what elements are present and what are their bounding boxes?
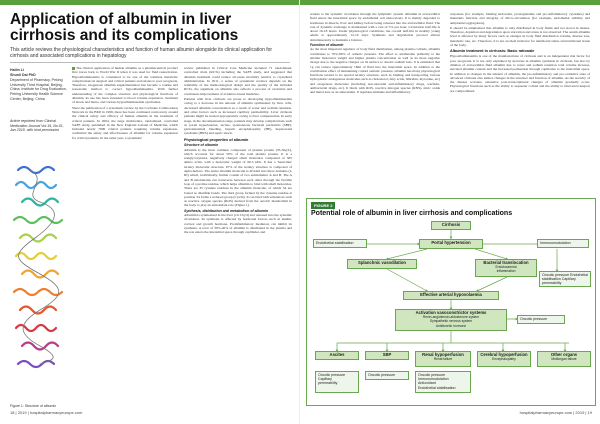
node-sub: Renal failure [433,357,453,362]
figure2-connectors [335,230,569,353]
body-column-1: The clinical application of human albumi… [72,66,178,141]
body-column-3: returns to the systemic circulation thro… [310,12,440,96]
subsection-heading: Function of albumin [310,43,344,48]
author-names: Hailin Li Shunli Dai PhD [10,68,36,77]
node-oncotic-endothelial: Oncotic pressure Endothelial stabilisati… [539,271,591,287]
paragraph: review published in Critical Care Medici… [184,66,292,96]
paragraph: Since the publication of a systematic re… [72,105,178,140]
node-cerebral-hypoperfusion: Cerebral hypoperfusion Encephalopathy [477,351,531,367]
node-cirrhosis: Cirrhosis [431,221,471,230]
article-title: Application of albumin in liver cirrhosi… [10,11,239,44]
paragraph: returns to the systemic circulation thro… [310,12,440,42]
author-affiliation: Department of Pharmacy, Peking Universit… [10,78,67,101]
node-splanchnic-vasodilation: Splanchnic vasodilation [347,259,417,269]
paragraph: The clinical application of human albumi… [72,66,178,105]
drop-cap-marker [72,66,75,70]
subsection-heading: Structure of albumin [184,143,219,148]
node-effective-arterial-hypovolaemia: Effective arterial hypovolaemia [403,291,499,300]
node-sbp-effects: Oncotic pressure [365,371,409,380]
node-vasoconstrictor-activation: Activation vasoconstrictor systems Renin… [395,309,507,331]
figure2-panel: FIGURE 2 Potential role of albumin in li… [306,198,596,406]
top-accent-bar [0,0,300,5]
node-ascites: Ascites [315,351,359,360]
paragraph: Albumin is the most common component of … [184,147,292,208]
node-sub: Endotoxaemia Inflammation [495,265,517,274]
subsection-heading: Synthesis, distribution and metabolism o… [184,208,269,213]
node-oncotic-pressure: Oncotic pressure [517,315,565,324]
paragraph: As the most important regulator of body … [310,47,440,95]
article-standfirst: This article reviews the physiological c… [10,47,273,59]
paragraph: responses (for example, binding endotoxi… [450,12,590,25]
left-page: Application of albumin in liver cirrhosi… [0,0,300,415]
figure1-caption: Figure 1: Structure of albumin [10,404,57,408]
node-immunomodulation: Immunomodulation [537,239,589,248]
section-heading: Physiological properties of albumin [184,137,249,142]
footer-text: 18 | 2019 | hospitalpharmacyeurope.com [10,410,83,415]
section-heading: Albumin treatment in cirrhosis: Basic ra… [450,49,535,54]
node-sub: Renin-angiotensin-aldosterone system Sym… [422,315,480,328]
author-sidebar: Hailin Li Shunli Dai PhD Department of P… [10,68,68,133]
footer-text: hospitalpharmacyeurope.com | 2019 | 19 [519,410,592,415]
node-bacterial-translocation: Bacterial translocation Endotoxaemia Inf… [475,259,537,277]
node-other-organs: Other organs Multiorgan failure [537,351,591,367]
figure2-label: FIGURE 2 [311,202,336,209]
paragraph: It should be emphasised that albumin is … [450,25,590,48]
node-ascites-effects: Oncotic pressure Capillary permeability [315,371,359,393]
node-renal-effects: Oncotic pressure Immunomodulation Antiox… [415,371,471,393]
node-renal-hypoperfusion: Renal hypoperfusion Renal failure [415,351,471,367]
body-column-4: responses (for example, binding endotoxi… [450,12,590,94]
paragraph: Patients with liver cirrhosis are prone … [184,97,292,136]
paragraph: Hypoalbuminaemia is one of the manifesta… [450,54,590,93]
node-sub: Encephalopathy [492,357,516,362]
albumin-structure-image [10,150,70,400]
figure2-title: Potential role of albumin in liver cirrh… [311,210,513,217]
node-portal-hypertension: Portal hypertension [419,239,483,249]
body-column-2: review published in Critical Care Medici… [184,66,292,235]
right-page-footer: hospitalpharmacyeurope.com | 2019 | 19 [310,410,592,415]
node-sbp: SBP [365,351,409,360]
left-page-footer: 18 | 2019 | hospitalpharmacyeurope.com [10,410,290,415]
top-accent-bar-right [300,0,600,5]
node-endothelial-stabilisation: Endothelial stabilisation [313,239,367,248]
paragraph: Albumin is synthesised in the liver (10-… [184,213,292,235]
header-divider [10,62,290,63]
reprint-note: Article reprinted from Clinical Medicati… [10,119,64,133]
node-sub: Multiorgan failure [551,357,577,362]
